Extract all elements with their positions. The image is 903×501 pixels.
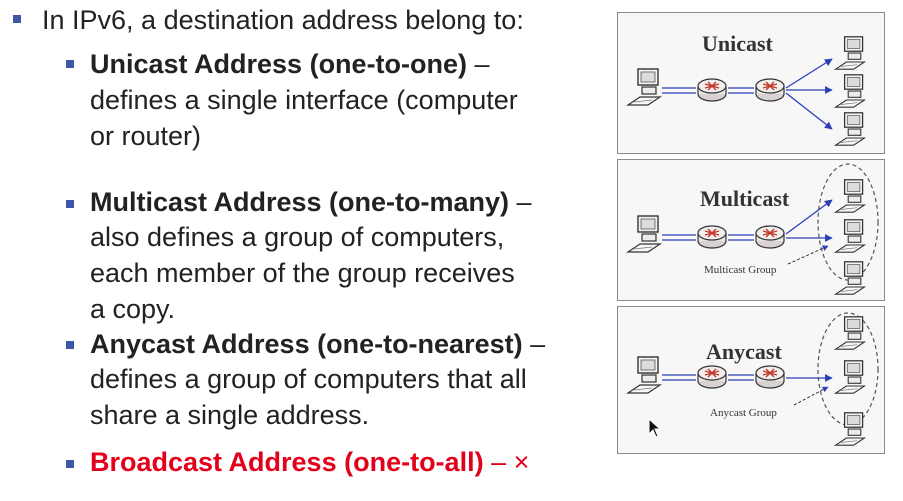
computer-icon: [627, 215, 661, 253]
bullet-marker: [13, 15, 21, 23]
computer-icon: [834, 74, 866, 108]
multicast-diagram-title: Multicast: [700, 186, 790, 211]
anycast-diagram-title: Anycast: [706, 339, 782, 364]
router-icon: [755, 365, 785, 389]
multicast-term: Multicast Address (one-to-many): [90, 187, 510, 217]
broadcast-term: Broadcast Address (one-to-all): [90, 447, 484, 477]
computer-icon: [834, 219, 866, 253]
computer-icon: [834, 179, 866, 213]
unicast-item: Unicast Address (one-to-one) –: [90, 46, 490, 82]
broadcast-dash: – ×: [483, 447, 530, 477]
multicast-group-label: Multicast Group: [704, 264, 777, 276]
computer-icon: [834, 360, 866, 394]
anycast-diagram: Anycast Anycast Group: [617, 306, 885, 454]
bullet-marker: [66, 341, 74, 349]
unicast-desc-line-2: or router): [90, 121, 202, 151]
anycast-term: Anycast Address (one-to-nearest): [90, 329, 523, 359]
router-icon: [697, 78, 727, 102]
multicast-desc-line-3: a copy.: [90, 294, 176, 324]
intro-text: In IPv6, a destination address belong to…: [42, 5, 524, 35]
computer-icon: [834, 112, 866, 146]
multicast-dash: –: [509, 187, 532, 217]
unicast-desc-line-1: defines a single interface (computer: [90, 85, 518, 115]
unicast-diagram: Unicast: [617, 12, 885, 154]
mouse-pointer-icon: [648, 418, 662, 438]
computer-icon: [834, 36, 866, 70]
multicast-desc-line-1: also defines a group of computers,: [90, 222, 505, 252]
computer-icon: [834, 316, 866, 350]
computer-icon: [834, 412, 866, 446]
anycast-desc-line-1: defines a group of computers that all: [90, 364, 527, 394]
bullet-marker: [66, 200, 74, 208]
unicast-term: Unicast Address (one-to-one): [90, 49, 468, 79]
router-icon: [755, 225, 785, 249]
anycast-desc-line-2: share a single address.: [90, 400, 370, 430]
anycast-dash: –: [522, 329, 546, 359]
router-icon: [755, 78, 785, 102]
multicast-desc-line-2: each member of the group receives: [90, 258, 515, 288]
bullet-marker: [66, 60, 74, 68]
multicast-diagram: Multicast Multicast Group: [617, 159, 885, 301]
anycast-group-label: Anycast Group: [710, 407, 777, 419]
unicast-diagram-title: Unicast: [702, 31, 773, 56]
computer-icon: [627, 68, 661, 106]
anycast-item: Anycast Address (one-to-nearest) –: [90, 326, 545, 362]
unicast-dash: –: [467, 49, 490, 79]
router-icon: [697, 365, 727, 389]
computer-icon: [627, 356, 661, 394]
bullet-marker: [66, 460, 74, 468]
router-icon: [697, 225, 727, 249]
multicast-item: Multicast Address (one-to-many) –: [90, 184, 532, 220]
broadcast-item: Broadcast Address (one-to-all) – ×: [90, 444, 529, 480]
